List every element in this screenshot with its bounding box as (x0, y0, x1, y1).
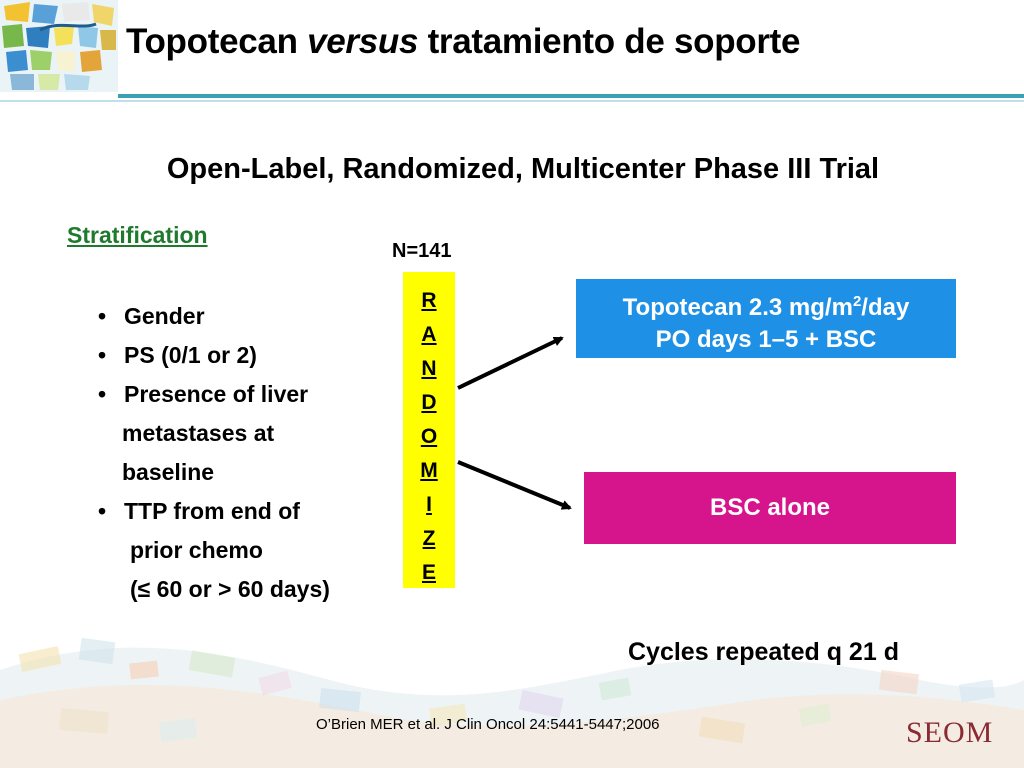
bullet-glyph: • (98, 342, 107, 368)
sample-size-label: N=141 (392, 240, 452, 262)
list-item-liver-cont: metastases at (122, 420, 275, 446)
randomize-box: R A N D O M I Z E (403, 272, 455, 588)
mosaic-bottom-decoration (0, 637, 1024, 768)
title-rule (118, 94, 1024, 98)
list-item-liver: • Presence of liver (98, 375, 330, 414)
seom-logo: SEOM (906, 716, 994, 749)
randomize-letter: R (421, 289, 437, 312)
title-italic: versus (307, 22, 419, 61)
list-item-text: Gender (124, 303, 205, 329)
title-part2: tratamiento de soporte (418, 22, 801, 61)
list-item-text: Presence of liver (124, 381, 309, 407)
list-item-gender: • Gender (98, 297, 330, 336)
list-item-ttp: • TTP from end of (98, 492, 330, 531)
arrow-to-topotecan (457, 336, 564, 390)
arm-topotecan-line1: Topotecan 2.3 mg/m2/day (576, 286, 956, 324)
stratification-list: • Gender • PS (0/1 or 2) • Presence of live… (98, 297, 330, 609)
title-rule-secondary (0, 100, 1024, 102)
arm-topotecan-text: /day (861, 294, 910, 321)
list-item-ps: • PS (0/1 or 2) (98, 336, 330, 375)
list-item-liver-cont: baseline (122, 459, 215, 485)
slide-title: Topotecan versus tratamiento de soporte (126, 22, 801, 62)
arrow-to-bsc (457, 460, 572, 510)
mosaic-corner-decoration (0, 0, 118, 92)
list-item-ttp-cont: (≤ 60 or > 60 days) (130, 576, 330, 602)
bullet-glyph: • (98, 303, 107, 329)
arm-topotecan-text: Topotecan 2.3 mg/m (622, 294, 853, 321)
arm-topotecan-line2: PO days 1–5 + BSC (655, 326, 877, 353)
randomize-letter: D (421, 391, 437, 414)
cycles-note: Cycles repeated q 21 d (628, 638, 899, 666)
randomize-letter: O (420, 425, 438, 448)
list-item-text: TTP from end of (124, 498, 300, 524)
list-item-text: PS (0/1 or 2) (124, 342, 257, 368)
bullet-glyph: • (98, 381, 107, 407)
arm-topotecan-box: Topotecan 2.3 mg/m2/day PO days 1–5 + BS… (576, 279, 956, 358)
arm-topotecan-superscript: 2 (852, 293, 862, 310)
randomize-letter: N (421, 357, 437, 380)
randomize-letter: A (421, 323, 437, 346)
stratification-heading: Stratification (67, 222, 208, 248)
randomize-letters: R A N D O M I Z E (403, 284, 455, 590)
arm-bsc-box: BSC alone (584, 472, 956, 544)
list-item-ttp-cont: prior chemo (130, 537, 263, 563)
slide-subtitle: Open-Label, Randomized, Multicenter Phas… (166, 153, 880, 185)
randomize-letter: I (426, 493, 432, 516)
randomize-letter: Z (422, 527, 436, 550)
randomize-letter: E (421, 561, 436, 584)
reference-citation: O’Brien MER et al. J Clin Oncol 24:5441-… (316, 716, 660, 733)
bullet-glyph: • (98, 498, 107, 524)
title-part1: Topotecan (126, 22, 308, 61)
randomize-letter: M (420, 459, 438, 482)
